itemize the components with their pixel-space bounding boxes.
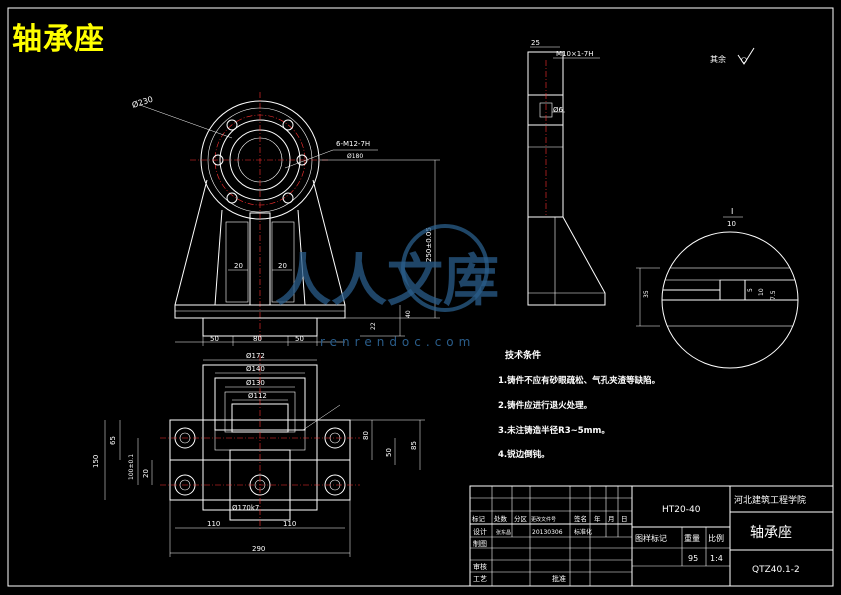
dim-plan-50: 50 <box>385 448 393 457</box>
dim-detail-35: 35 <box>643 290 650 298</box>
dim-detail-5: 5 <box>747 288 754 292</box>
dim-pcd: Ø180 <box>347 153 363 160</box>
tech-item-1: 1.铸件不应有砂眼疏松、气孔夹渣等缺陷。 <box>498 375 660 386</box>
tb-row-year: 年 <box>594 514 601 523</box>
tb-row-file: 更改文件号 <box>531 516 556 523</box>
tb-row-day: 日 <box>621 515 628 523</box>
tb-std: 标准化 <box>574 528 592 536</box>
dim-plan-d112: Ø112 <box>248 392 267 400</box>
dim-plan-110-left: 110 <box>207 520 220 528</box>
dim-20-left: 20 <box>234 262 243 270</box>
dim-plan-100: 100±0.1 <box>128 454 135 480</box>
front-view <box>139 92 440 346</box>
tb-drawing-no: QTZ40.1-2 <box>752 565 800 575</box>
detail-label: I <box>731 207 733 216</box>
dim-plan-110-right: 110 <box>283 520 296 528</box>
tb-row-sign: 签名 <box>574 514 587 523</box>
dim-side-d6: Ø6 <box>553 106 564 114</box>
dim-detail-7-5: 7.5 <box>770 290 777 300</box>
dim-plan-20: 20 <box>142 469 150 478</box>
tb-scale-label: 比例 <box>708 533 724 543</box>
tb-designer: 张东昌 <box>496 529 511 536</box>
dim-base-height: 40 <box>405 310 412 318</box>
tb-row-zone: 分区 <box>514 514 528 523</box>
tb-mark-label: 图样标记 <box>635 533 667 543</box>
tech-item-4: 4.锐边倒钝。 <box>498 449 550 460</box>
dim-d230: Ø230 <box>131 94 155 110</box>
tb-weight-label: 重量 <box>684 533 700 543</box>
tb-row-month: 月 <box>608 515 615 523</box>
dim-plan-85: 85 <box>410 441 418 450</box>
dim-width-50-right: 50 <box>295 335 304 343</box>
watermark-text: 人人文库 <box>275 249 499 314</box>
tb-approve: 批准 <box>552 574 566 583</box>
tb-draw: 制图 <box>473 539 487 548</box>
plan-view <box>104 355 425 557</box>
tb-part-name: 轴承座 <box>750 525 792 541</box>
tb-design: 设计 <box>473 527 487 536</box>
dim-width-80: 80 <box>253 335 262 343</box>
dim-side-thread: M10×1-7H <box>556 50 594 58</box>
dim-side-25: 25 <box>531 39 540 47</box>
detail-scale: 10 <box>727 220 736 228</box>
title-block <box>469 485 834 587</box>
tb-scale: 1:4 <box>710 554 723 563</box>
detail-view: I 10 <box>636 207 799 369</box>
dim-plan-290: 290 <box>252 545 265 553</box>
dim-width-50-left: 50 <box>210 335 219 343</box>
drawing-title: 轴承座 <box>12 22 105 57</box>
tb-weight: 95 <box>688 554 698 563</box>
dim-plan-150: 150 <box>92 455 100 468</box>
watermark: 人人文库 renrendoc.com <box>275 224 499 349</box>
tech-item-3: 3.未注铸造半径R3~5mm。 <box>498 425 610 436</box>
tb-process: 工艺 <box>473 575 487 583</box>
dim-plan-d130: Ø130 <box>246 379 265 387</box>
tb-row-mark: 标记 <box>472 514 486 523</box>
side-view <box>527 46 606 306</box>
dim-6-m12: 6-M12-7H <box>336 140 370 148</box>
dim-plan-65: 65 <box>109 436 117 445</box>
tech-requirements: 技术条件 1.铸件不应有砂眼疏松、气孔夹渣等缺陷。 2.铸件应进行退火处理。 3… <box>498 349 660 460</box>
tb-date: 20130306 <box>532 529 563 536</box>
dim-plan-d170: Ø170k7 <box>232 504 259 512</box>
roughness-note: 其余 <box>710 54 726 64</box>
dim-detail-10: 10 <box>758 288 765 296</box>
dim-center-height: 250±0.05 <box>425 227 433 262</box>
drawing-frame <box>7 7 834 587</box>
dim-plan-d172: Ø172 <box>246 352 265 360</box>
tb-school: 河北建筑工程学院 <box>734 494 806 506</box>
tb-material: HT20-40 <box>662 505 701 515</box>
dim-foot-height: 22 <box>370 322 377 330</box>
dim-plan-80: 80 <box>362 431 370 440</box>
tb-row-count: 处数 <box>494 514 508 523</box>
watermark-url: renrendoc.com <box>320 335 475 349</box>
dim-plan-d140: Ø140 <box>246 365 265 373</box>
roughness-symbol <box>737 47 755 65</box>
dim-20-right: 20 <box>278 262 287 270</box>
tech-heading: 技术条件 <box>505 349 541 361</box>
tb-check: 审核 <box>473 562 487 571</box>
tech-item-2: 2.铸件应进行退火处理。 <box>498 400 592 411</box>
